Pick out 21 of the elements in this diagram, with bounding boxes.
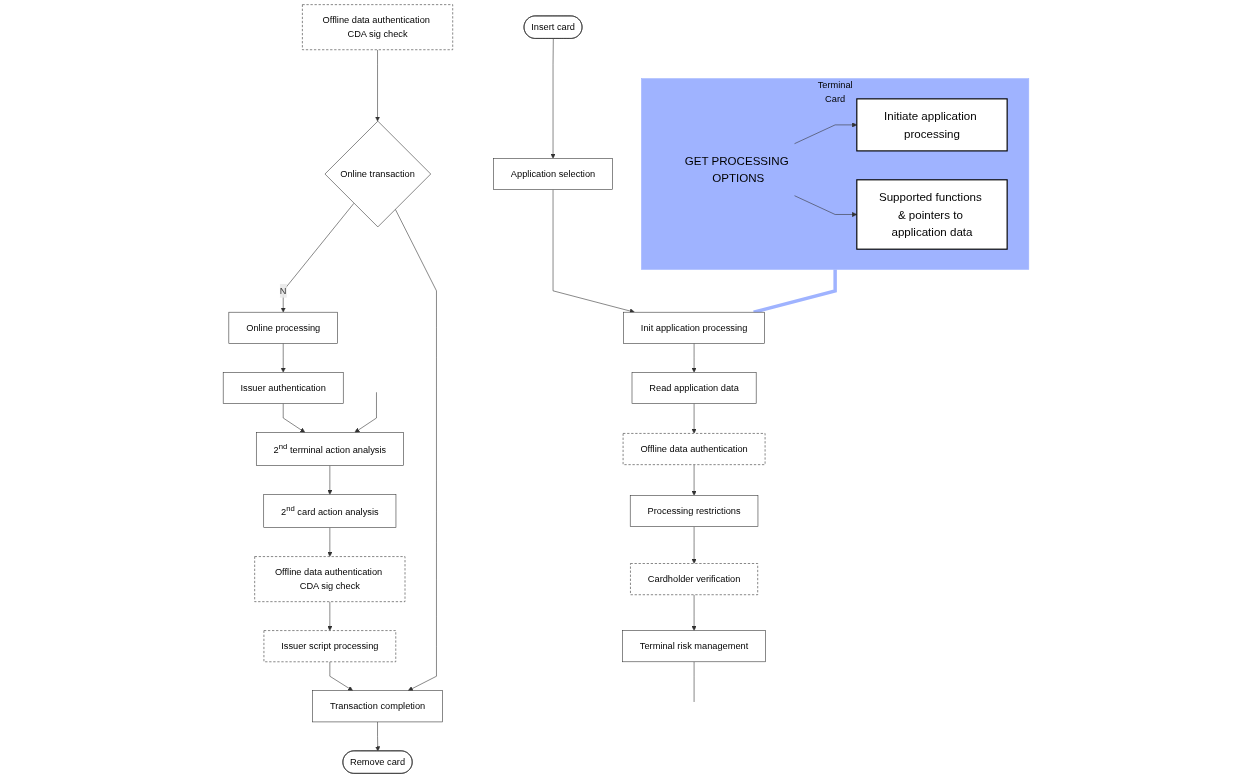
node-box: 2$^{nd}$ card action analysis xyxy=(263,494,397,528)
connector xyxy=(753,269,837,314)
node-box: Application selection xyxy=(493,158,613,190)
node-box: Issuer script processing xyxy=(263,630,397,663)
node-box: Offline data authentication CDA sig check xyxy=(254,556,406,602)
node-box: Issuer authentication xyxy=(222,372,344,404)
edge-label: N xyxy=(279,285,287,296)
node-box: Offline data authentication xyxy=(622,433,766,465)
node-diamond: Online transaction xyxy=(324,120,432,228)
node-box: 2$^{nd}$ terminal action analysis xyxy=(256,432,404,466)
node-box: Transaction completion xyxy=(312,690,443,723)
node-box: Initiate application processing xyxy=(856,98,1008,152)
node-box: Processing restrictions xyxy=(629,495,759,527)
node-box: Read application data xyxy=(631,372,757,404)
node-box: Offline data authentication CDA sig check xyxy=(302,4,453,50)
node-box: Init application processing xyxy=(623,311,765,344)
node-box: Online processing xyxy=(228,311,338,344)
node-box: Supported functions & pointers to application data xyxy=(856,179,1008,250)
node-text: GET PROCESSING OPTIONS xyxy=(684,154,789,185)
node-box: Cardholder verification xyxy=(630,563,758,595)
node-box: Terminal risk management xyxy=(622,630,766,663)
